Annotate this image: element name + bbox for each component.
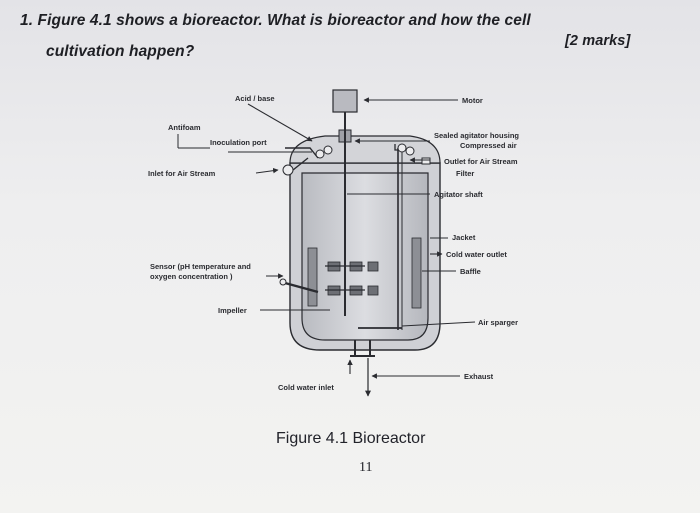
label-agitator-shaft: Agitator shaft [434,190,483,199]
page-number: 11 [359,460,373,475]
label-filter: Filter [456,169,474,178]
impeller-upper [325,261,365,272]
impeller-lower [325,285,365,296]
motor [332,89,358,113]
question-text-line2: cultivation happen? [46,43,195,60]
label-antifoam: Antifoam [168,123,201,132]
impeller-side [367,261,379,296]
figure-caption: Figure 4.1 Bioreactor [276,430,426,447]
baffle-left [307,247,318,307]
inlet-valve [282,157,309,176]
question-marks: [2 marks] [565,33,631,49]
vessel-top [289,135,441,164]
label-impeller: Impeller [218,306,247,315]
label-outlet-air: Outlet for Air Stream [444,157,518,166]
label-motor: Motor [462,96,483,105]
bioreactor-diagram: Motor Acid / base Antifoam Inoculation p… [148,89,519,397]
label-sensor-line2: oxygen concentration ) [150,272,233,281]
label-inlet-air: Inlet for Air Stream [148,169,216,178]
baffle-right [411,237,422,309]
label-cold-water-outlet: Cold water outlet [446,250,507,259]
label-jacket: Jacket [452,233,476,242]
label-acid-base: Acid / base [235,94,275,103]
label-sealed-bearing: Sealed agitator housing [434,131,519,140]
sensor-probe [279,278,319,294]
vessel-body [301,172,429,341]
label-exhaust: Exhaust [464,372,494,381]
outlet-valves [394,143,431,165]
label-air-sparger: Air sparger [478,318,518,327]
inoculation-port [285,145,333,159]
label-cold-water-inlet: Cold water inlet [278,383,334,392]
bottom-drain [350,340,375,397]
question-text-line1: 1. Figure 4.1 shows a bioreactor. What i… [20,12,531,29]
label-inoculation-port: Inoculation port [210,138,267,147]
label-baffle: Baffle [460,267,481,276]
label-compressed-air: Compressed air [460,141,517,150]
label-sensor-line1: Sensor (pH temperature and [150,262,251,271]
